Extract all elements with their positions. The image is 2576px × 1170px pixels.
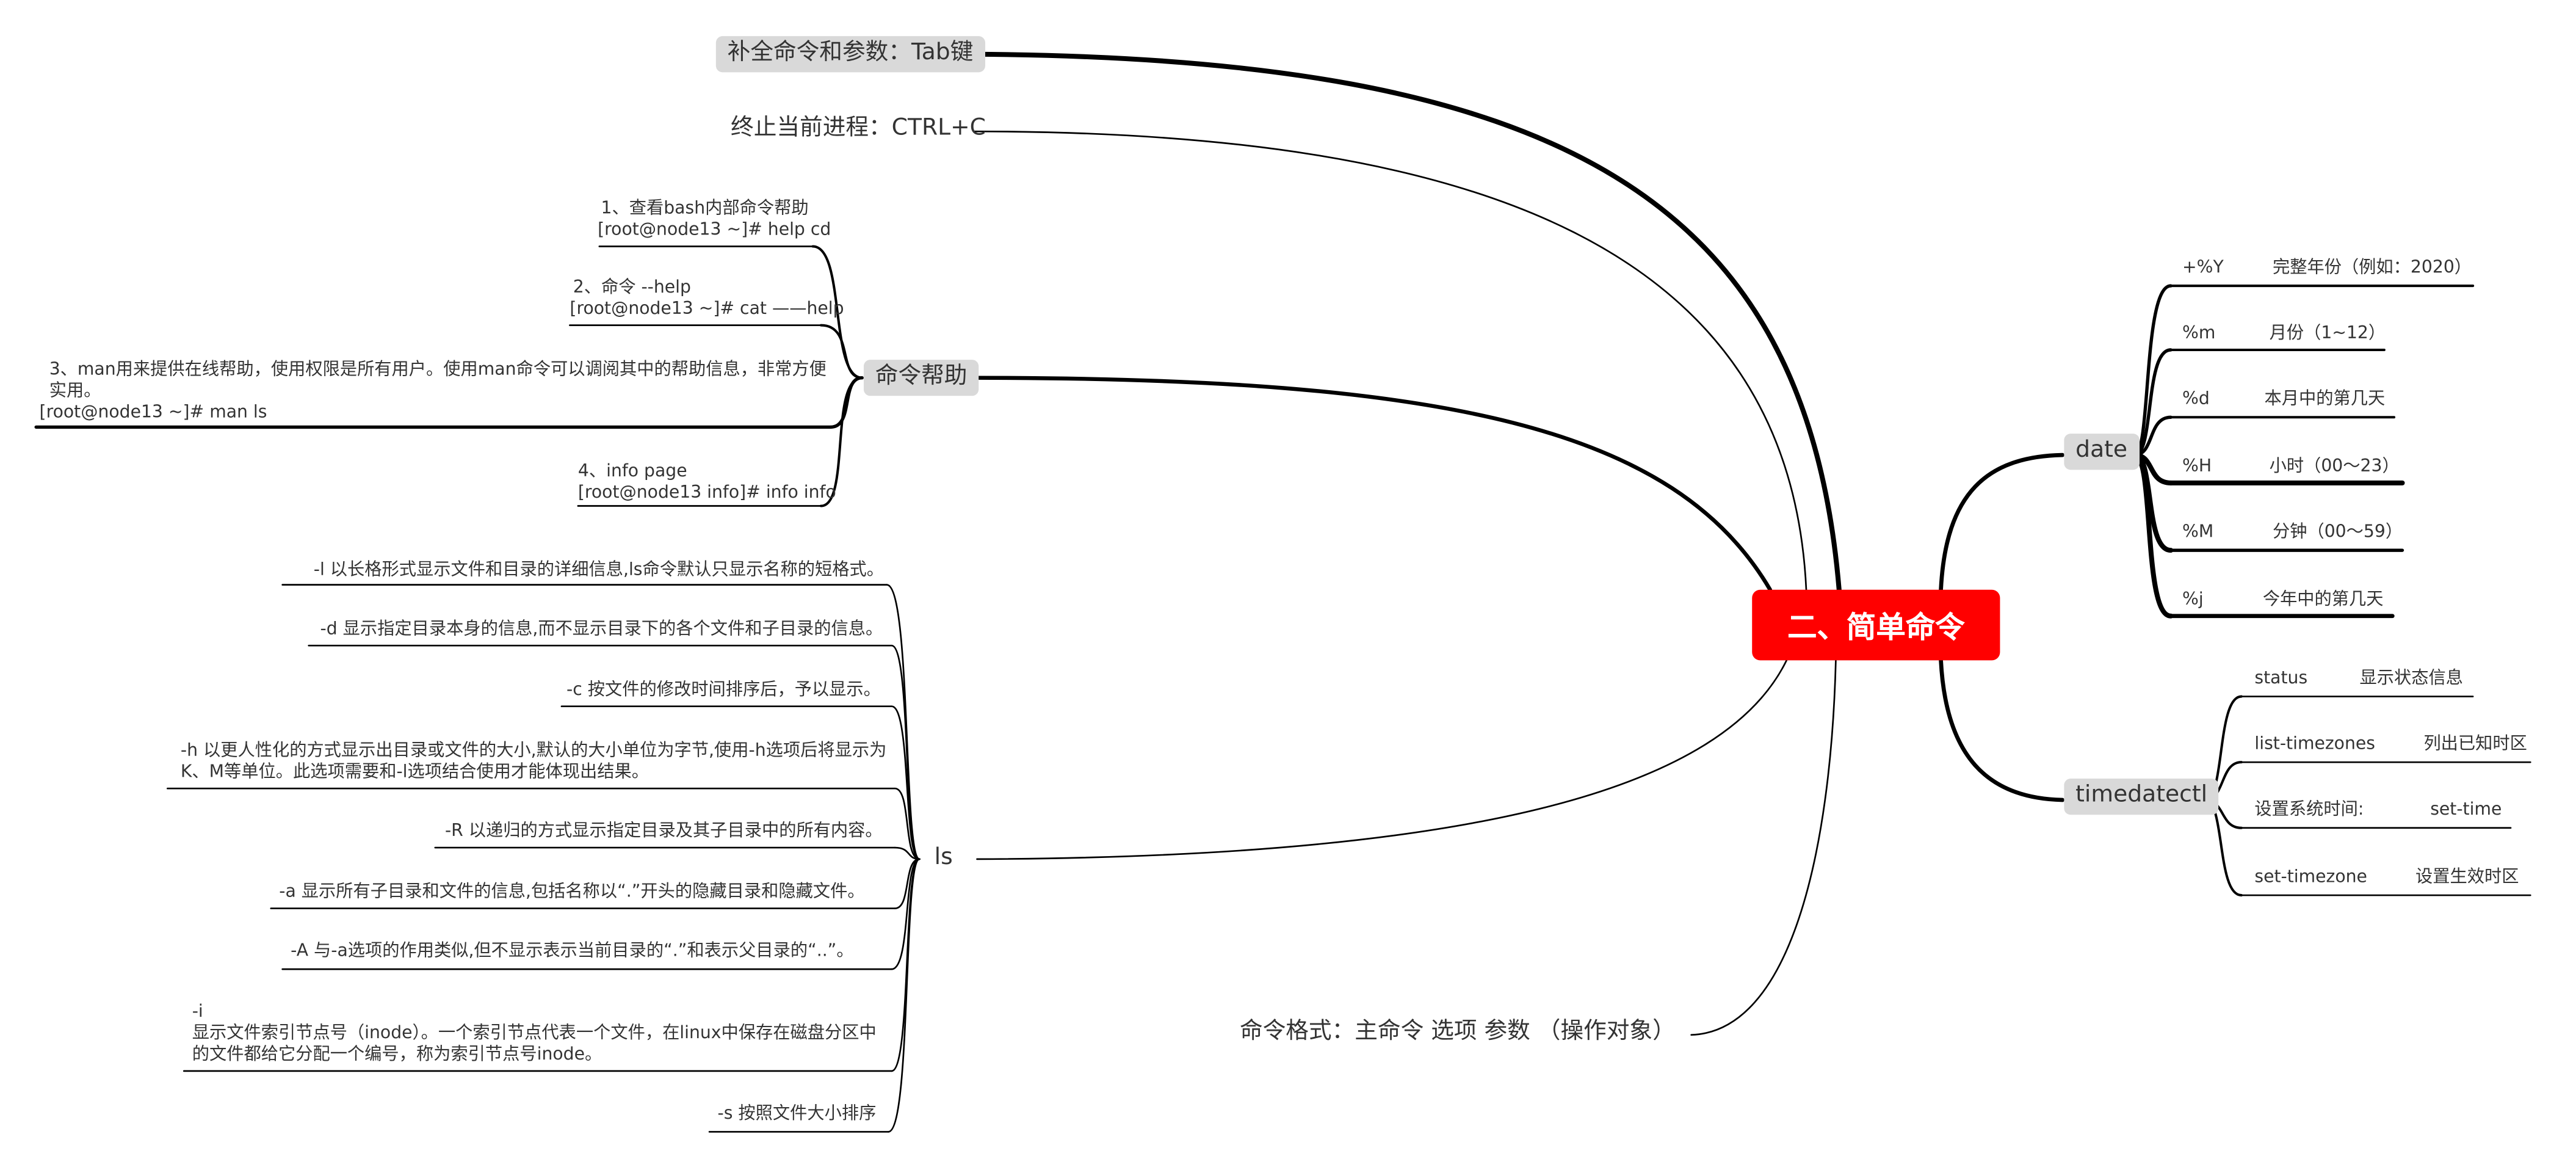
timedatectl-item-list[interactable]: list-timezones [2254, 734, 2376, 754]
timedatectl-desc-status: 显示状态信息 [2359, 668, 2463, 689]
date-desc-year: 完整年份（例如：2020） [2272, 258, 2472, 278]
ls-option-a[interactable]: -a 显示所有子目录和文件的信息,包括名称以“.”开头的隐藏目录和隐藏文件。 [279, 882, 865, 902]
command-format-node[interactable]: 命令格式：主命令 选项 参数 （操作对象） [1240, 1019, 1676, 1047]
date-desc-julian: 今年中的第几天 [2262, 589, 2384, 609]
ctrl-c-node[interactable]: 终止当前进程：CTRL+C [731, 115, 986, 144]
help-item-4[interactable]: 4、info page [root@node13 info]# info inf… [577, 461, 836, 503]
date-desc-hour: 小时（00～23） [2269, 456, 2400, 477]
timedatectl-desc-settime: set-time [2430, 800, 2502, 820]
ls-option-h[interactable]: -h 以更人性化的方式显示出目录或文件的大小,默认的大小单位为字节,使用-h选项… [180, 741, 887, 782]
help-item-3[interactable]: 3、man用来提供在线帮助，使用权限是所有用户。使用man命令可以调阅其中的帮助… [39, 360, 827, 423]
connector-timedatectl [1939, 658, 2065, 802]
connector-tab [971, 51, 1842, 592]
ls-node[interactable]: ls [935, 845, 953, 873]
ls-option-r[interactable]: -R 以递归的方式显示指定目录及其子目录中的所有内容。 [444, 821, 883, 841]
date-item-day[interactable]: %d [2182, 389, 2210, 409]
connector-ctrlc [972, 130, 1807, 591]
center-label: 二、简单命令 [1787, 610, 1965, 645]
help-label: 命令帮助 [875, 363, 968, 390]
help-node[interactable]: 命令帮助 [863, 360, 979, 395]
tab-completion-label: 补全命令和参数：Tab键 [727, 39, 974, 66]
timedatectl-desc-settimezone: 设置生效时区 [2415, 867, 2519, 887]
date-item-month[interactable]: %m [2182, 323, 2216, 344]
date-item-julian[interactable]: %j [2182, 589, 2204, 609]
timedatectl-item-status[interactable]: status [2254, 668, 2308, 689]
ls-label: ls [934, 844, 953, 871]
help-item-1[interactable]: 1、查看bash内部命令帮助 [root@node13 ~]# help cd [598, 198, 831, 241]
date-node[interactable]: date [2064, 434, 2139, 469]
date-desc-day: 本月中的第几天 [2264, 389, 2386, 409]
ls-option-i[interactable]: -i 显示文件索引节点号（inode）。一个索引节点代表一个文件，在linux中… [192, 1001, 877, 1065]
help-item-2[interactable]: 2、命令 --help [root@node13 ~]# cat ——help [570, 277, 844, 319]
ctrl-c-label: 终止当前进程：CTRL+C [731, 115, 986, 142]
timedatectl-item-settimezone[interactable]: set-timezone [2254, 867, 2367, 887]
ls-option-s[interactable]: -s 按照文件大小排序 [717, 1103, 877, 1124]
connector-format [1690, 659, 1837, 1036]
connector-help [971, 376, 1773, 592]
ls-option-c[interactable]: -c 按文件的修改时间排序后，予以显示。 [566, 680, 881, 700]
date-label: date [2075, 437, 2128, 463]
date-item-minute[interactable]: %M [2182, 522, 2214, 542]
ls-option-l[interactable]: -l 以长格形式显示文件和目录的详细信息,ls命令默认只显示名称的短格式。 [313, 560, 884, 580]
date-item-hour[interactable]: %H [2182, 456, 2212, 477]
timedatectl-label: timedatectl [2075, 782, 2208, 808]
connector-date [1939, 452, 2065, 592]
timedatectl-item-settime[interactable]: 设置系统时间: [2254, 800, 2364, 820]
date-item-year[interactable]: +%Y [2182, 258, 2224, 278]
date-desc-month: 月份（1~12） [2269, 323, 2386, 344]
connector-ls [976, 659, 1788, 860]
timedatectl-desc-list: 列出已知时区 [2423, 734, 2527, 754]
ls-option-A[interactable]: -A 与-a选项的作用类似,但不显示表示当前目录的“.”和表示父目录的“..”。 [291, 941, 854, 961]
tab-completion-node[interactable]: 补全命令和参数：Tab键 [715, 36, 985, 72]
center-node[interactable]: 二、简单命令 [1752, 589, 2000, 661]
ls-option-d[interactable]: -d 显示指定目录本身的信息,而不显示目录下的各个文件和子目录的信息。 [320, 619, 883, 639]
date-desc-minute: 分钟（00～59） [2272, 522, 2403, 542]
command-format-label: 命令格式：主命令 选项 参数 （操作对象） [1239, 1018, 1676, 1045]
timedatectl-node[interactable]: timedatectl [2064, 779, 2219, 814]
